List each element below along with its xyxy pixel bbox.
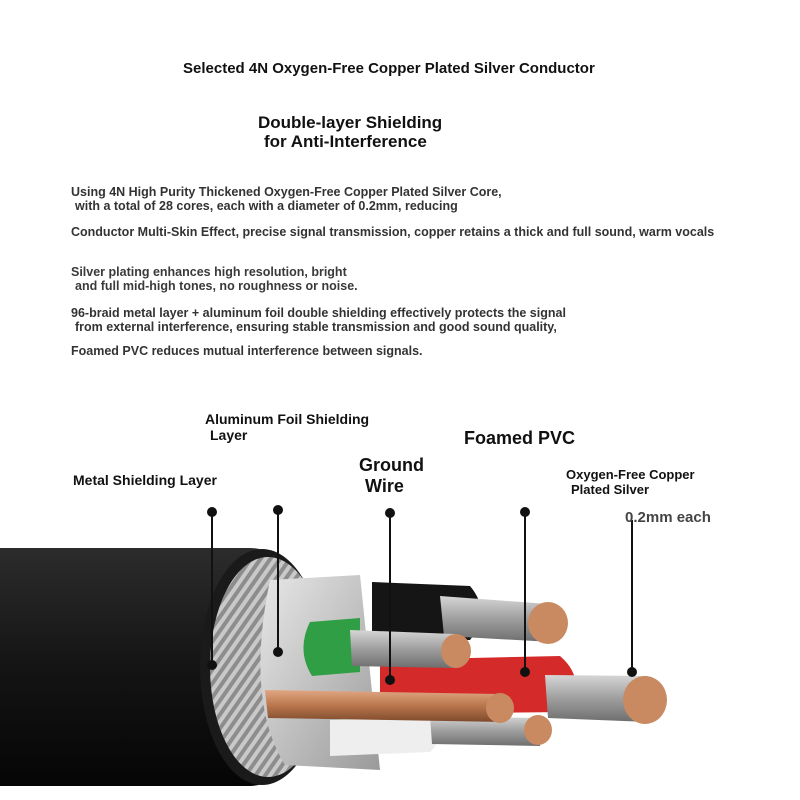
ground-wire-end (486, 693, 514, 723)
description-shielding-line2: from external interference, ensuring sta… (75, 320, 557, 334)
label-oxygen-free-copper-line2: Plated Silver (571, 482, 650, 497)
description-silver: Silver plating enhances high resolution,… (71, 265, 358, 293)
label-ground-wire-line2: Wire (365, 476, 404, 496)
label-oxygen-free-copper: Oxygen-Free Copper Plated Silver (566, 467, 695, 497)
leader-pvc-dot (520, 507, 530, 517)
silver-bundle-top-end (528, 602, 568, 644)
label-metal-shielding: Metal Shielding Layer (73, 472, 217, 488)
leader-foil-dot (273, 505, 283, 515)
description-shielding-line1: 96-braid metal layer + aluminum foil dou… (71, 306, 566, 320)
label-ground-wire: Ground Wire (359, 455, 424, 497)
white-core (330, 716, 438, 756)
leader-pvc-end (520, 667, 530, 677)
description-silver-line1: Silver plating enhances high resolution,… (71, 265, 347, 279)
shielding-title-line1: Double-layer Shielding (258, 113, 443, 132)
leader-metal-dot (207, 507, 217, 517)
silver-bundle-lower (430, 716, 540, 746)
label-aluminum-foil-line1: Aluminum Foil Shielding (205, 411, 370, 427)
label-oxygen-free-copper-line1: Oxygen-Free Copper (566, 467, 695, 482)
green-core (303, 618, 360, 676)
description-conductor: Using 4N High Purity Thickened Oxygen-Fr… (71, 185, 502, 213)
silver-bundle-main (545, 675, 650, 722)
shielding-title-line2: for Anti-Interference (264, 132, 427, 151)
leader-foil-end (273, 647, 283, 657)
label-aluminum-foil: Aluminum Foil Shielding Layer (205, 411, 369, 443)
description-silver-line2: and full mid-high tones, no roughness or… (75, 279, 358, 293)
description-conductor-line2: with a total of 28 cores, each with a di… (75, 199, 458, 213)
description-skin-effect: Conductor Multi-Skin Effect, precise sig… (71, 225, 715, 239)
label-foamed-pvc: Foamed PVC (464, 428, 576, 448)
description-shielding: 96-braid metal layer + aluminum foil dou… (71, 306, 566, 334)
leader-ground-end (385, 675, 395, 685)
ground-wire (265, 690, 504, 722)
silver-bundle-main-end (623, 676, 667, 724)
description-foamed-pvc: Foamed PVC reduces mutual interference b… (71, 344, 423, 358)
description-conductor-line1: Using 4N High Purity Thickened Oxygen-Fr… (71, 185, 502, 199)
label-ground-wire-line1: Ground (359, 455, 424, 475)
leader-ofc-end (627, 667, 637, 677)
silver-bundle-lower-end (524, 715, 552, 745)
silver-bundle-green (350, 630, 455, 668)
leader-ground-dot (385, 508, 395, 518)
leader-metal-end (207, 660, 217, 670)
label-aluminum-foil-line2: Layer (210, 427, 248, 443)
silver-bundle-green-end (441, 634, 471, 668)
label-diameter: 0.2mm each (625, 509, 711, 526)
shielding-title: Double-layer Shielding for Anti-Interfer… (258, 113, 442, 151)
conductor-title: Selected 4N Oxygen-Free Copper Plated Si… (183, 60, 595, 77)
